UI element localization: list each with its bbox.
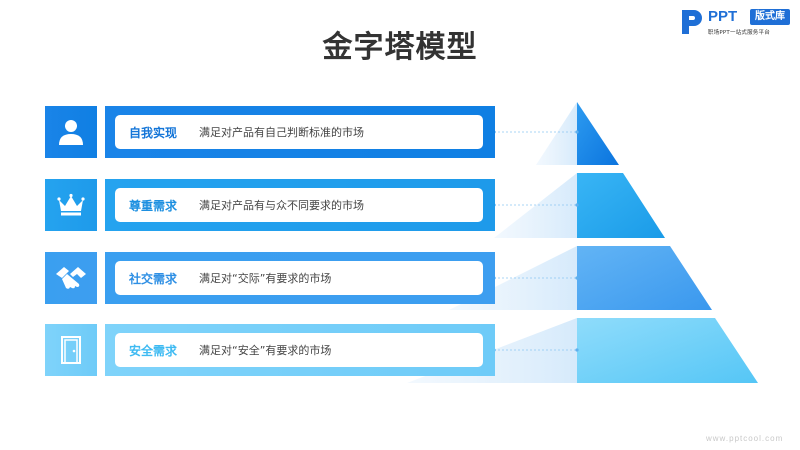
logo-tagline: 职场PPT一站式服务平台 — [708, 30, 770, 36]
handshake-icon — [56, 267, 86, 289]
level-3-icon-box — [45, 252, 97, 304]
door-icon — [61, 336, 81, 364]
pyramid-right-tier-2 — [577, 173, 665, 238]
level-row-3[interactable]: 社交需求 满足对“交际”有要求的市场 — [45, 252, 495, 304]
connector-dot-2b — [575, 203, 579, 207]
brand-logo[interactable]: PPT 版式库 职场PPT一站式服务平台 — [680, 8, 795, 38]
connector-dot-4b — [575, 348, 579, 352]
logo-p-icon — [682, 10, 702, 34]
crown-icon — [57, 193, 85, 216]
level-1-title: 自我实现 — [129, 125, 178, 140]
logo-brand-text: PPT — [708, 8, 738, 25]
pyramid-right-tier-1 — [577, 102, 619, 165]
level-4-description: 满足对“安全”有要求的市场 — [199, 344, 332, 357]
level-4-title: 安全需求 — [129, 343, 178, 358]
level-row-1[interactable]: 自我实现 满足对产品有自己判断标准的市场 — [45, 106, 495, 158]
level-3-description: 满足对“交际”有要求的市场 — [199, 272, 332, 285]
level-row-2[interactable]: 尊重需求 满足对产品有与众不同要求的市场 — [45, 179, 495, 231]
page-title: 金字塔模型 — [322, 30, 478, 65]
watermark: www.pptcool.com — [706, 434, 784, 443]
level-2-description: 满足对产品有与众不同要求的市场 — [199, 199, 364, 212]
logo-badge: 版式库 — [750, 9, 790, 25]
connector-dot-1b — [575, 130, 579, 134]
level-2-card: 尊重需求 满足对产品有与众不同要求的市场 — [115, 188, 483, 222]
pyramid-right-tier-4 — [577, 318, 758, 383]
level-4-icon-box — [45, 324, 97, 376]
level-3-card: 社交需求 满足对“交际”有要求的市场 — [115, 261, 483, 295]
pyramid-left-tier-1 — [536, 102, 577, 165]
level-row-4[interactable]: 安全需求 满足对“安全”有要求的市场 — [45, 324, 495, 376]
level-1-icon-box — [45, 106, 97, 158]
level-2-icon-box — [45, 179, 97, 231]
pyramid-right-tier-3 — [577, 246, 712, 310]
level-4-card: 安全需求 满足对“安全”有要求的市场 — [115, 333, 483, 367]
level-1-description: 满足对产品有自己判断标准的市场 — [199, 126, 364, 139]
connector-dot-3b — [575, 276, 579, 280]
level-1-card: 自我实现 满足对产品有自己判断标准的市场 — [115, 115, 483, 149]
level-3-title: 社交需求 — [129, 271, 178, 286]
level-2-title: 尊重需求 — [129, 198, 178, 213]
person-icon — [59, 120, 83, 145]
pyramid-left-tier-2 — [494, 173, 577, 238]
